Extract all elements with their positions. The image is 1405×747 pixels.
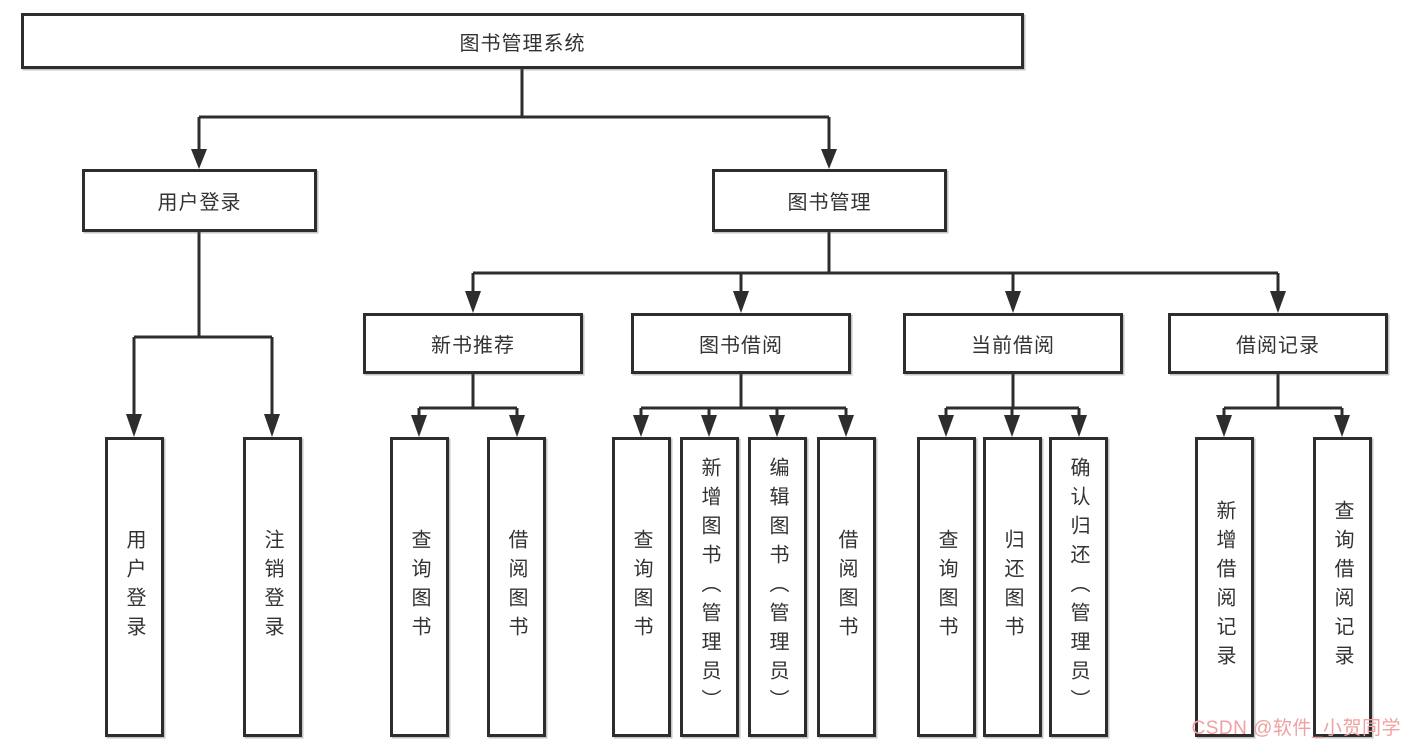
connector-user-login-to-children	[126, 232, 280, 437]
leaf-query-borrow-record: 查询借阅记录	[1313, 437, 1372, 737]
leaf-return-book: 归还图书	[983, 437, 1042, 737]
leaf-query-books-current: 查询图书	[917, 437, 976, 737]
leaf-user-login: 用户登录	[105, 437, 164, 737]
node-current-borrow: 当前借阅	[903, 313, 1123, 374]
leaf-edit-book-admin: 编辑图书（管理员）	[748, 437, 807, 737]
leaf-borrow-books: 借阅图书	[817, 437, 876, 737]
leaf-add-book-admin: 新增图书（管理员）	[680, 437, 739, 737]
connector-borrow-records-to-children	[1216, 374, 1350, 437]
connector-book-borrow-to-children	[633, 374, 854, 437]
leaf-confirm-return-admin: 确认归还（管理员）	[1049, 437, 1108, 737]
leaf-query-books-borrow: 查询图书	[612, 437, 671, 737]
node-borrow-records: 借阅记录	[1168, 313, 1388, 374]
csdn-watermark: CSDN @软件_小贺同学	[1191, 718, 1401, 739]
connector-book-management-to-children	[465, 232, 1286, 313]
connector-current-borrow-to-children	[938, 374, 1087, 437]
connector-new-book-recommend-to-children	[411, 374, 525, 437]
node-book-management-branch: 图书管理	[712, 169, 947, 232]
connector-root-to-branches	[191, 69, 837, 169]
leaf-logout: 注销登录	[243, 437, 302, 737]
leaf-borrow-books-recommend: 借阅图书	[487, 437, 546, 737]
leaf-add-borrow-record: 新增借阅记录	[1195, 437, 1254, 737]
node-root-system: 图书管理系统	[21, 13, 1024, 69]
node-book-borrow: 图书借阅	[631, 313, 851, 374]
node-new-book-recommend: 新书推荐	[363, 313, 583, 374]
leaf-query-books-recommend: 查询图书	[390, 437, 449, 737]
node-user-login-branch: 用户登录	[82, 169, 317, 232]
